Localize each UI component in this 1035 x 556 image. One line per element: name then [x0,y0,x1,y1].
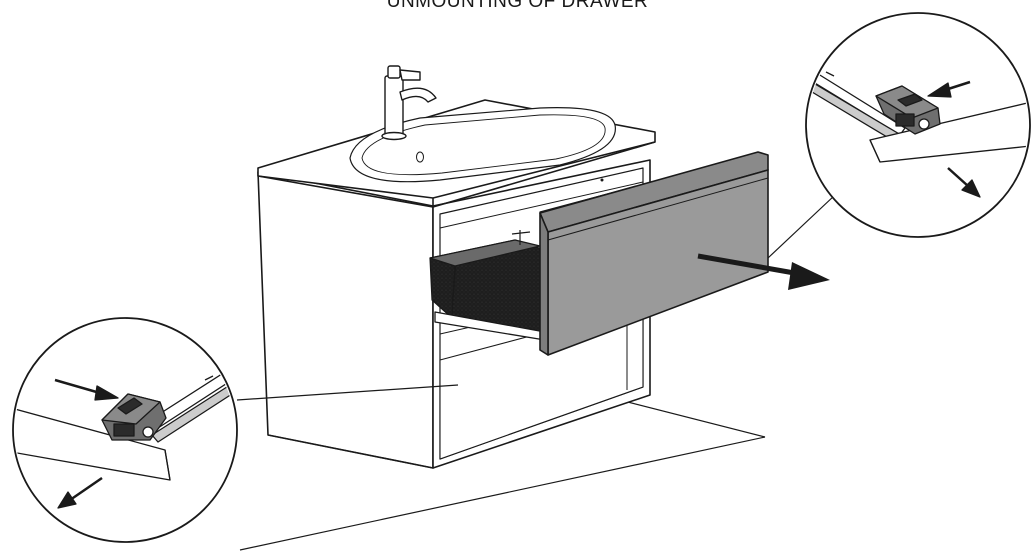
drawer-front [539,151,769,356]
drawer-basket [429,230,546,341]
pull-down-arrow-icon [57,476,103,509]
callout-leader-lines [236,194,836,401]
push-arrow-icon [54,378,119,401]
release-clip-icon [875,85,941,135]
zoom-detail-bottom-left [12,317,238,543]
push-arrow-icon [927,80,971,98]
page-title: UNMOUNTING OF DRAWER [386,0,649,12]
release-clip-icon [101,393,167,441]
pull-direction-arrow-icon [697,253,830,290]
zoom-detail-top-right [805,12,1031,238]
floor-lines [239,399,766,551]
pull-down-arrow-icon [947,167,981,198]
faucet-icon [381,65,437,141]
